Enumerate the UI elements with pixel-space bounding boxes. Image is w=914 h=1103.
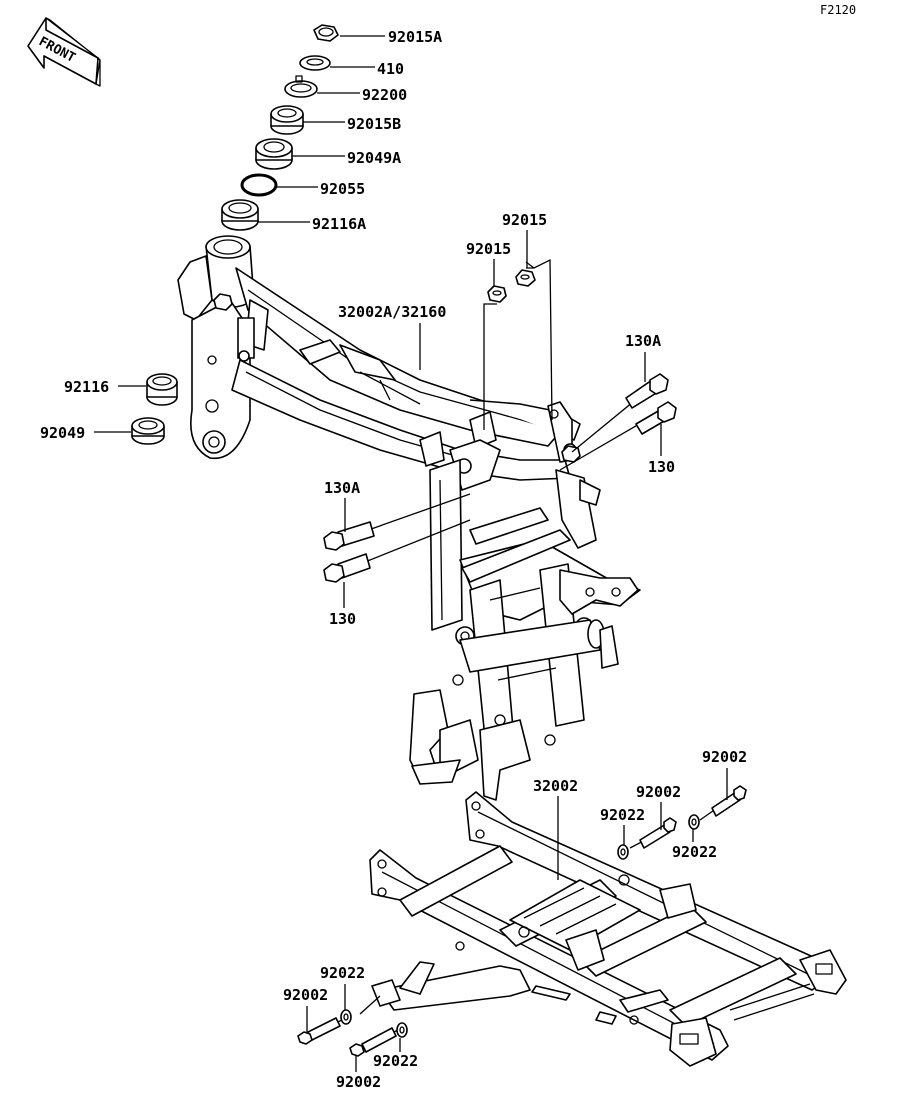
figure-id: F2120 [820, 3, 856, 17]
washer-92022-right-icon [688, 814, 700, 830]
label-32002: 32002 [533, 777, 578, 795]
bolt-130-right-icon [559, 401, 677, 471]
nut-92015A-icon [313, 24, 339, 42]
label-92015-left: 92015 [466, 240, 511, 258]
label-92002-top-right: 92002 [702, 748, 747, 766]
label-92015A: 92015A [388, 28, 442, 46]
seal-92116-icon [146, 373, 178, 406]
label-92022-mid-right: 92022 [600, 806, 645, 824]
lockwasher-92200-icon [284, 75, 318, 98]
bolt-130-left-icon [323, 519, 471, 583]
bolt-92002-left-icon [297, 1017, 343, 1045]
label-32002A-32160: 32002A/32160 [338, 303, 446, 321]
nut-head-icon [213, 293, 233, 311]
bolt-130A-right-icon [571, 373, 669, 453]
bolt-130A-left-icon [323, 493, 471, 551]
seal-92116A-icon [221, 199, 259, 231]
label-92116A: 92116A [312, 215, 366, 233]
label-92002-mid-right: 92002 [636, 783, 681, 801]
front-arrow-icon: FRONT [27, 17, 101, 87]
bolt-92002-bottom-icon [349, 1027, 399, 1057]
label-92049: 92049 [40, 424, 85, 442]
nut-92015-left-icon [487, 285, 507, 303]
label-92022-bottom-right: 92022 [672, 843, 717, 861]
label-410: 410 [377, 60, 404, 78]
label-130A-right: 130A [625, 332, 661, 350]
label-92002-bottom: 92002 [336, 1073, 381, 1091]
label-130A-left: 130A [324, 479, 360, 497]
washer-410-icon [299, 55, 331, 71]
nut-92015-frame-icon [561, 445, 581, 463]
bearing-92049-icon [131, 417, 165, 445]
washer-92022-mid-icon [617, 844, 629, 860]
bearing-92049A-icon [255, 138, 293, 170]
label-92200: 92200 [362, 86, 407, 104]
label-92022-left-top: 92022 [320, 964, 365, 982]
label-92116: 92116 [64, 378, 109, 396]
subframe-32002-icon [369, 791, 847, 1067]
bolt-92002-top-right-icon [699, 785, 747, 821]
nut-92015-right-icon [515, 269, 536, 287]
washer-92022-bottom-icon [396, 1022, 408, 1038]
label-92055: 92055 [320, 180, 365, 198]
oring-92055-icon [240, 173, 278, 197]
label-92049A: 92049A [347, 149, 401, 167]
label-92022-left-bottom: 92022 [373, 1052, 418, 1070]
main-frame-icon [177, 235, 641, 801]
label-92015B: 92015B [347, 115, 401, 133]
label-92015-right: 92015 [502, 211, 547, 229]
bolt-92002-mid-right-icon [629, 817, 677, 849]
label-92002-left: 92002 [283, 986, 328, 1004]
label-130-right: 130 [648, 458, 675, 476]
washer-92022-left-icon [340, 1009, 352, 1025]
label-130-left: 130 [329, 610, 356, 628]
nut-92015B-icon [270, 105, 304, 135]
